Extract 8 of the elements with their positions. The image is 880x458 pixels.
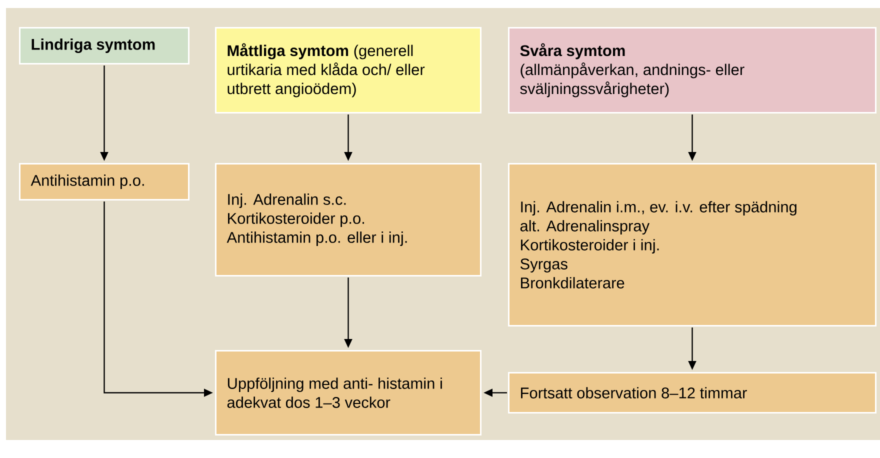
treatment-box: Antihistamin p.o.	[19, 163, 190, 200]
treatment-box: Inj. Adrenalin s.c. Kortikosteroider p.o. Antihistamin p.o. eller i inj.	[215, 163, 482, 276]
header-box: Lindriga symtom	[19, 27, 190, 64]
result-box: Uppföljning med anti- histamin i adekvat dos 1–3 veckor	[215, 350, 482, 436]
treatment-box: Inj. Adrenalin i.m., ev. i.v. efter spädning alt. Adrenalinspray Kortikosteroider i inj. Syrgas Bronkdilaterare	[508, 163, 876, 326]
result-box: Fortsatt observation 8–12 timmar	[508, 372, 876, 414]
header-box: Svåra symtom (allmänpåverkan, andnings- eller sväljningssvårigheter)	[508, 27, 876, 114]
header-box: Måttliga symtom (generell urtikaria med klåda och/ eller utbrett angioödem)	[215, 27, 482, 114]
